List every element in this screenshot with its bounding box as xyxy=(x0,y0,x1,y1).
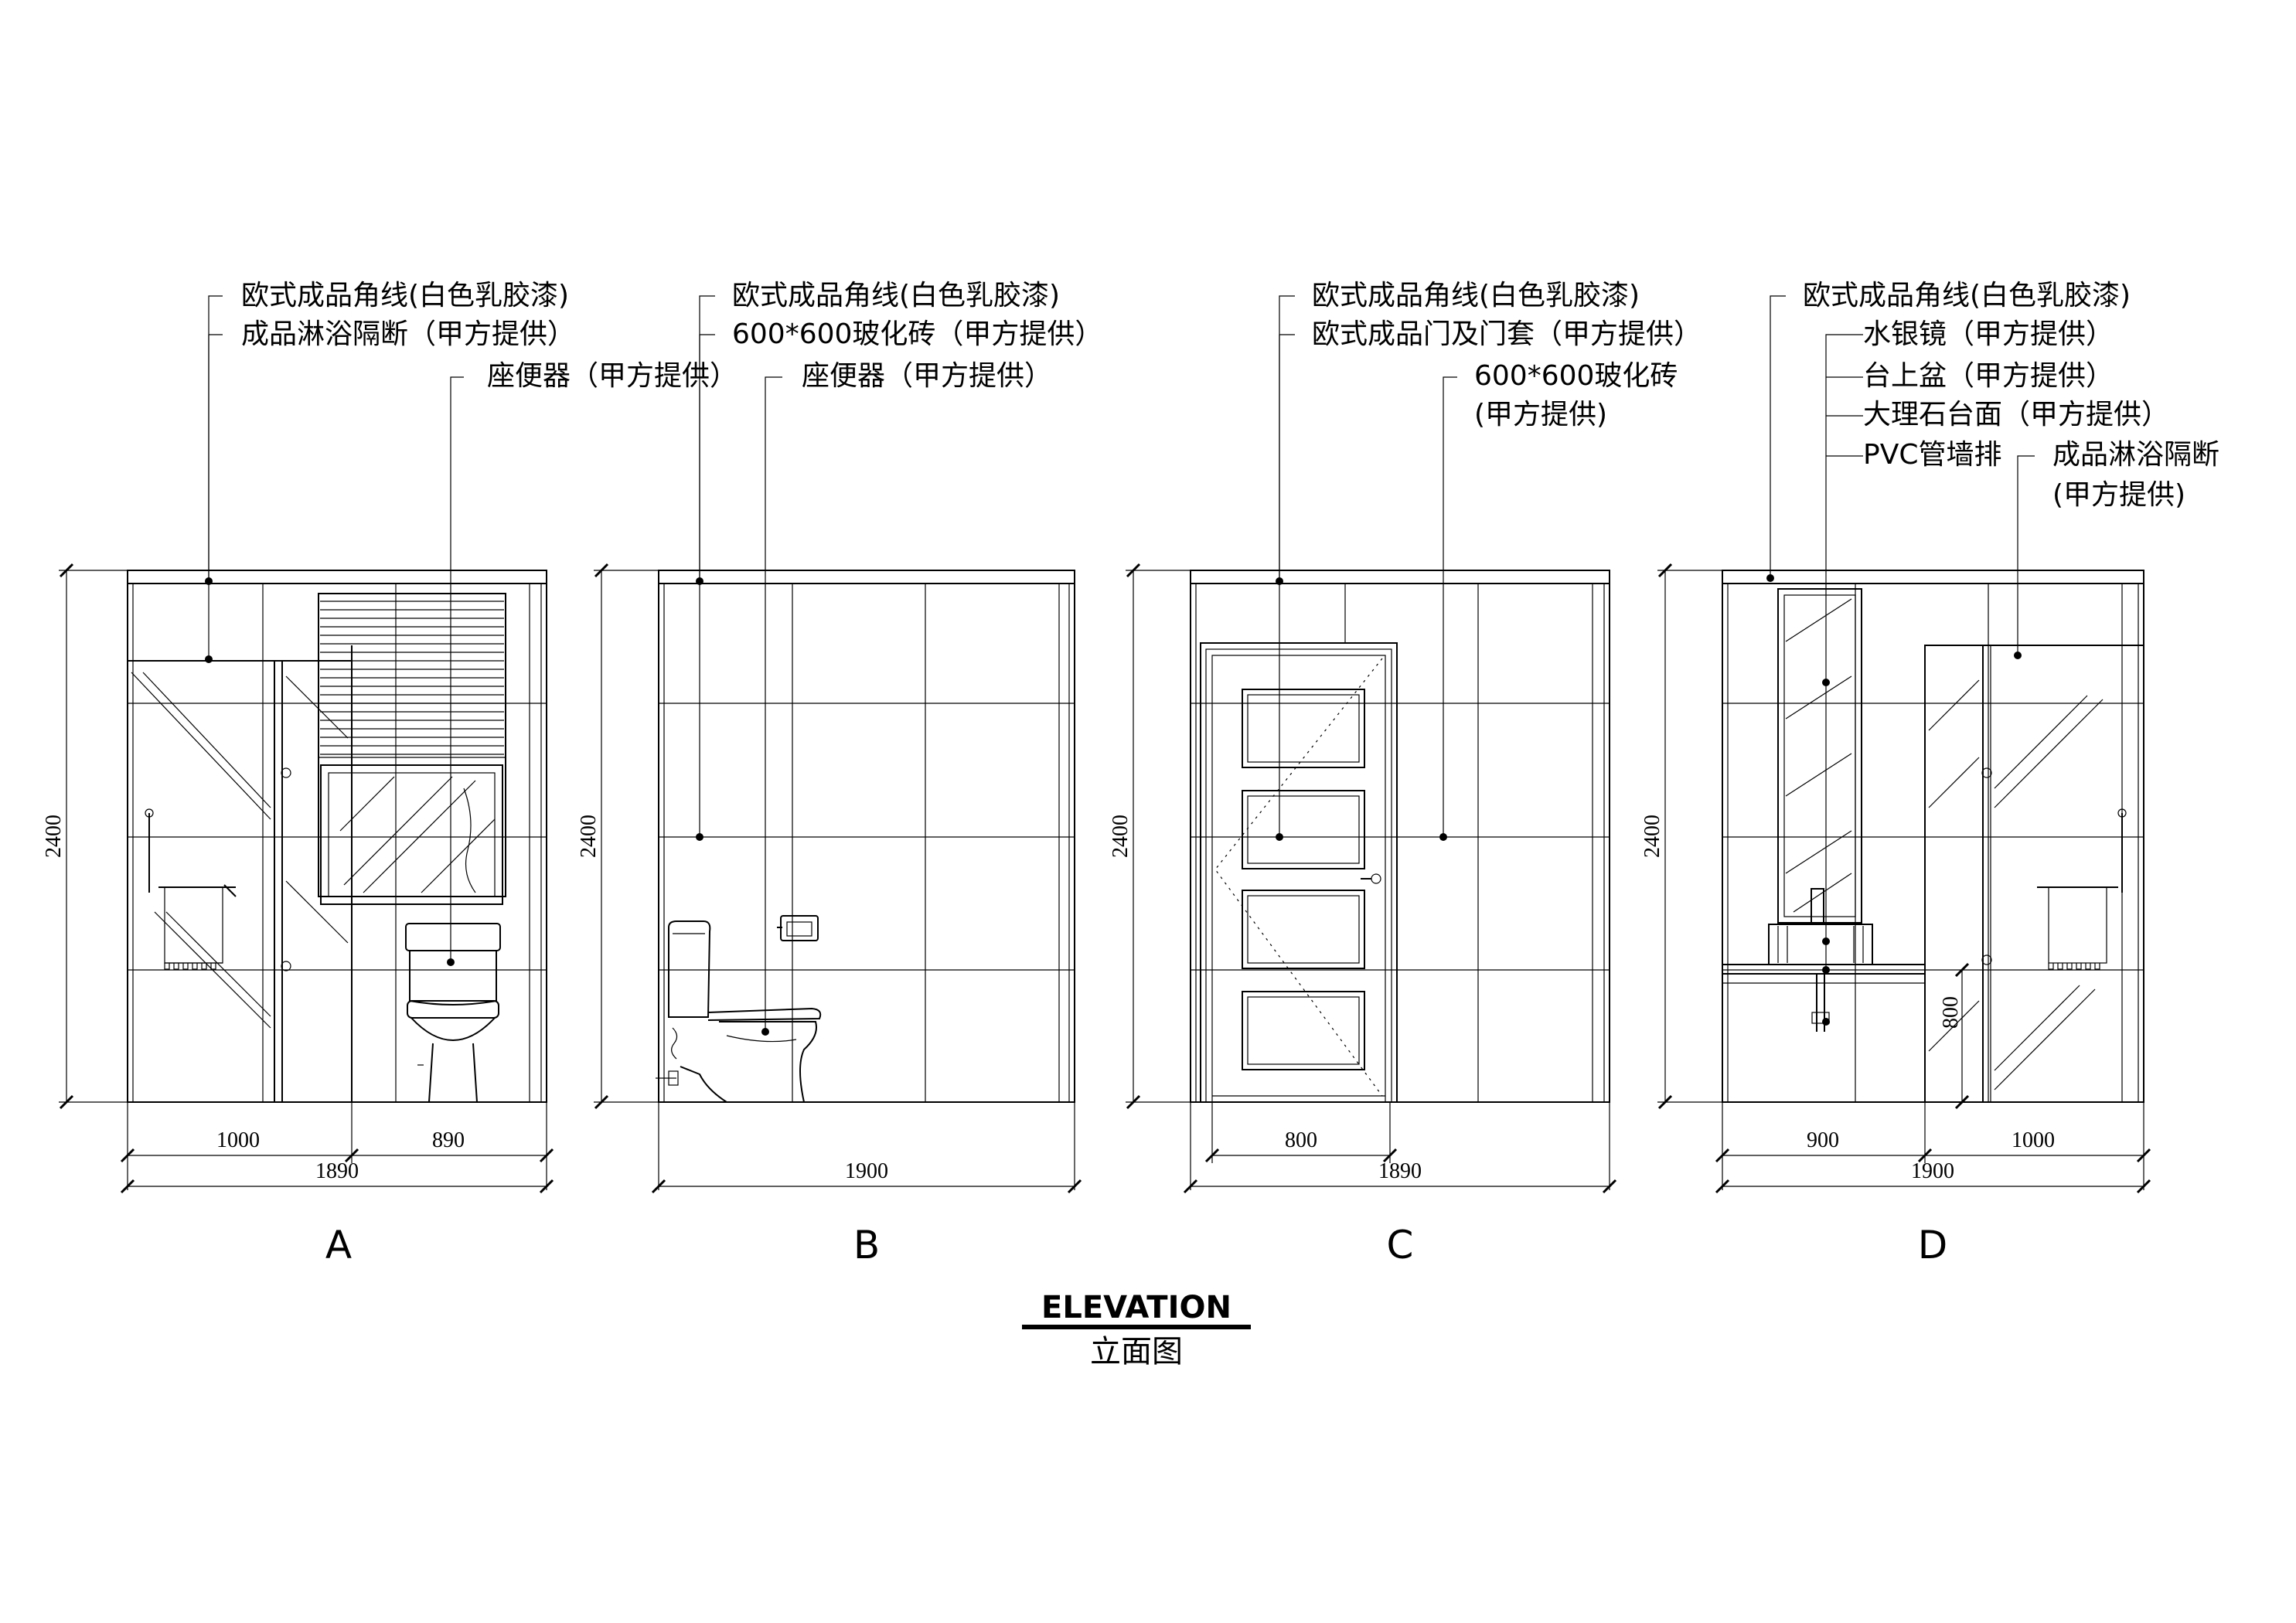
leader-lines xyxy=(205,295,464,966)
leader-lines xyxy=(696,295,782,1036)
door-panel xyxy=(1242,790,1365,869)
note-mirror: 水银镜（甲方提供） xyxy=(1863,318,2114,350)
note-toilet: 座便器（甲方提供） xyxy=(487,360,738,392)
view-label: C xyxy=(1387,1223,1414,1267)
view-label: B xyxy=(853,1223,880,1267)
dim-part2: 1000 xyxy=(2012,1128,2055,1152)
note-basin: 台上盆（甲方提供） xyxy=(1863,360,2114,392)
note-tile: 600*600玻化砖 xyxy=(1474,360,1678,392)
note-cornice: 欧式成品角线(白色乳胶漆) xyxy=(1803,280,2131,311)
view-label: A xyxy=(325,1223,352,1267)
note-toilet: 座便器（甲方提供） xyxy=(802,360,1052,392)
wall-outline xyxy=(658,570,1075,1103)
note-partition-supply: (甲方提供) xyxy=(2052,479,2185,511)
title-en: ELEVATION xyxy=(1041,1290,1231,1325)
dimension-lines xyxy=(594,563,1082,1194)
dim-height: 2400 xyxy=(42,815,66,858)
door-panels xyxy=(1242,689,1365,1070)
dim-part1: 800 xyxy=(1285,1128,1317,1152)
dim-counter-height: 800 xyxy=(1939,996,1963,1029)
dimension-lines xyxy=(1657,563,2151,1194)
note-cornice: 欧式成品角线(白色乳胶漆) xyxy=(241,280,569,311)
shower-partition xyxy=(128,645,353,1102)
dim-total: 1890 xyxy=(1378,1159,1422,1183)
wall-outline xyxy=(1722,570,2144,1103)
tile-grid xyxy=(128,584,547,1102)
elevation-c: 欧式成品角线(白色乳胶漆) 欧式成品门及门套（甲方提供） 600*600玻化砖 … xyxy=(1109,280,1702,1267)
dimension-lines xyxy=(1126,563,1617,1194)
tile-grid xyxy=(1191,584,1610,1102)
toilet-front xyxy=(405,923,501,1103)
dim-height: 2400 xyxy=(577,815,601,858)
paper-holder xyxy=(777,915,819,941)
door xyxy=(1200,642,1398,1103)
elevation-d: 800 欧式成品角线(白色乳胶漆) 水银镜（甲方提供） 台上盆（甲方提供） 大理… xyxy=(1640,280,2219,1267)
tile-grid xyxy=(659,584,1075,1102)
dim-part1: 1000 xyxy=(216,1128,260,1152)
towel-rail xyxy=(145,808,237,970)
dim-total: 1900 xyxy=(845,1159,888,1183)
dim-height: 2400 xyxy=(1109,815,1133,858)
note-door: 欧式成品门及门套（甲方提供） xyxy=(1312,318,1702,350)
note-tile-supply: (甲方提供) xyxy=(1474,399,1607,430)
dim-part1: 900 xyxy=(1807,1128,1839,1152)
leader-lines xyxy=(1276,295,1457,841)
note-cornice: 欧式成品角线(白色乳胶漆) xyxy=(732,280,1060,311)
towel-rail xyxy=(2037,808,2127,970)
wall-outline xyxy=(1190,570,1610,1103)
door-panel xyxy=(1242,991,1365,1070)
drawing-title-block: ELEVATION 立面图 xyxy=(1022,1290,1251,1370)
shower-partition xyxy=(1924,645,2144,1103)
view-label: D xyxy=(1918,1223,1948,1267)
title-zh: 立面图 xyxy=(1090,1334,1183,1370)
door-panel xyxy=(1242,689,1365,768)
note-shower-partition: 成品淋浴隔断（甲方提供） xyxy=(241,318,575,350)
counter-height-dim xyxy=(1954,962,1970,1110)
louvre-window xyxy=(318,593,506,897)
note-marble-counter: 大理石台面（甲方提供） xyxy=(1863,399,2169,430)
note-tile: 600*600玻化砖（甲方提供） xyxy=(732,318,1102,350)
note-shower-partition: 成品淋浴隔断 xyxy=(2052,439,2219,471)
tile-grid xyxy=(1722,584,2144,1102)
mercury-mirror xyxy=(1777,588,1862,924)
leader-lines xyxy=(1766,295,2035,1026)
toilet-side xyxy=(656,920,822,1103)
wall-outline xyxy=(127,570,547,1103)
door-panel xyxy=(1242,890,1365,969)
elevation-b: 欧式成品角线(白色乳胶漆) 600*600玻化砖（甲方提供） 座便器（甲方提供）… xyxy=(577,280,1102,1267)
dim-total: 1890 xyxy=(315,1159,359,1183)
dim-part2: 890 xyxy=(432,1128,465,1152)
note-cornice: 欧式成品角线(白色乳胶漆) xyxy=(1312,280,1640,311)
dim-height: 2400 xyxy=(1640,815,1664,858)
dim-total: 1900 xyxy=(1911,1159,1954,1183)
dimension-lines xyxy=(59,563,554,1194)
note-pvc-pipe: PVC管墙排 xyxy=(1863,439,2001,471)
vanity-counter xyxy=(1722,888,1926,1032)
elevation-a: 欧式成品角线(白色乳胶漆) 成品淋浴隔断（甲方提供） 座便器（甲方提供） 240… xyxy=(42,280,738,1267)
mirror xyxy=(320,764,503,905)
